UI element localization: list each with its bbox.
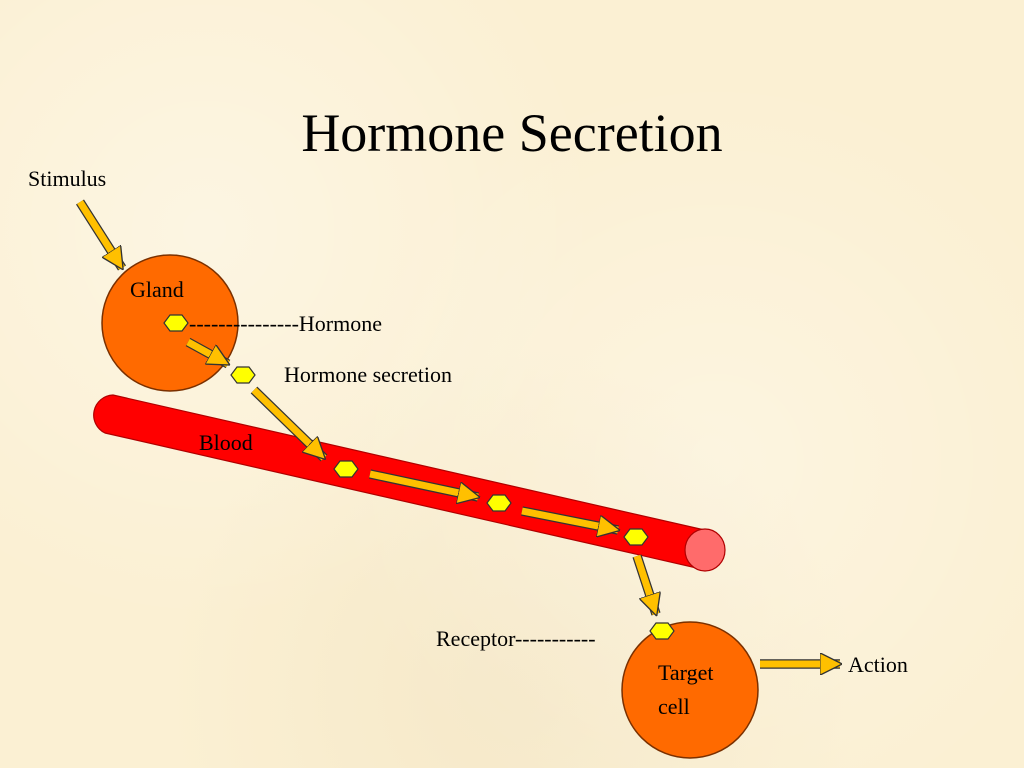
hormone-molecules: [163, 314, 675, 640]
hormone-hexagon: [623, 528, 649, 546]
blood-vessel-end: [684, 528, 726, 572]
hormone-label: ---------------Hormone: [189, 311, 382, 336]
receptor-label: Receptor-----------: [436, 626, 596, 651]
blood-label: Blood: [199, 430, 253, 455]
target-cell-label-line1: Target: [658, 660, 714, 685]
hormone-hexagon: [333, 460, 359, 478]
target-cell-circle: [621, 621, 759, 759]
gland-label: Gland: [130, 277, 184, 302]
action-label: Action: [848, 652, 908, 677]
hormone-hexagon: [649, 622, 675, 640]
hormone-hexagon: [486, 494, 512, 512]
hormone-hexagon: [163, 314, 189, 332]
hormone-secretion-label: Hormone secretion: [284, 362, 452, 387]
stimulus-label: Stimulus: [28, 166, 107, 191]
arrows: [75, 199, 840, 664]
target-cell-label-line2: cell: [658, 694, 690, 719]
hormone-hexagon: [230, 366, 256, 384]
slide-title: Hormone Secretion: [301, 103, 723, 163]
